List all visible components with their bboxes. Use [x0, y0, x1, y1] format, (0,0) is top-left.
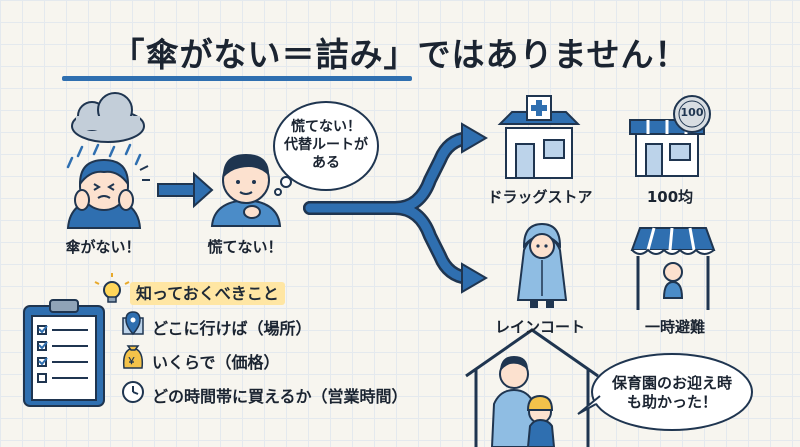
clipboard-checklist-icon	[23, 299, 105, 407]
speech-bubble	[577, 353, 753, 431]
nursery-bubble-text: 保育園のお迎え時 も助かった！	[596, 374, 748, 412]
shelter-awning-icon	[630, 227, 716, 310]
thought-bubble-text: 慌てない！ 代替ルートが ある	[276, 118, 376, 172]
tip-item-price: いくらで（価格）	[152, 353, 280, 372]
raincoat-label[interactable]: レインコート	[494, 318, 585, 336]
drugstore-label[interactable]: ドラッグストア	[487, 188, 593, 206]
tips-heading: 知っておくべきこと	[130, 280, 285, 305]
thought-line-3: ある	[312, 155, 340, 171]
progress-arrow-icon	[157, 171, 214, 209]
raincoat-icon	[516, 222, 568, 308]
title-underline	[62, 76, 412, 81]
shelter-label[interactable]: 一時避難	[644, 318, 705, 336]
nursery-bubble-line-2: も助かった！	[626, 393, 717, 411]
branching-arrow-icon	[303, 122, 488, 294]
coin-label: 100	[680, 106, 704, 119]
tips-heading-text: 知っておくべきこと	[130, 282, 285, 305]
calm-person-icon	[210, 154, 282, 227]
thought-line-2: 代替ルートが	[284, 137, 368, 153]
thought-line-1: 慌てない！	[291, 119, 361, 135]
tip-item-hours: どの時間帯に買えるか（営業時間）	[152, 387, 408, 406]
money-bag-icon	[122, 345, 144, 369]
drugstore-icon	[497, 95, 581, 179]
lightbulb-icon	[94, 273, 130, 303]
yen-symbol: ￥	[127, 357, 137, 367]
hundred-yen-shop-icon	[629, 95, 711, 177]
hundred-yen-shop-label[interactable]: 100均	[646, 188, 694, 206]
thought-bubble	[273, 101, 379, 196]
rain-cloud-icon	[66, 92, 145, 169]
calm-person-label: 慌てない！	[207, 238, 283, 256]
page-title: 「傘がない＝詰み」ではありません！	[111, 35, 689, 74]
nursery-pickup-scene-icon	[465, 328, 599, 447]
worried-person-label: 傘がない！	[65, 238, 141, 256]
map-location-icon	[122, 311, 144, 336]
worried-person-icon	[66, 158, 150, 229]
tip-item-location: どこに行けば（場所）	[152, 319, 312, 338]
nursery-bubble-line-1: 保育園のお迎え時	[611, 374, 732, 392]
clock-icon	[122, 381, 144, 403]
